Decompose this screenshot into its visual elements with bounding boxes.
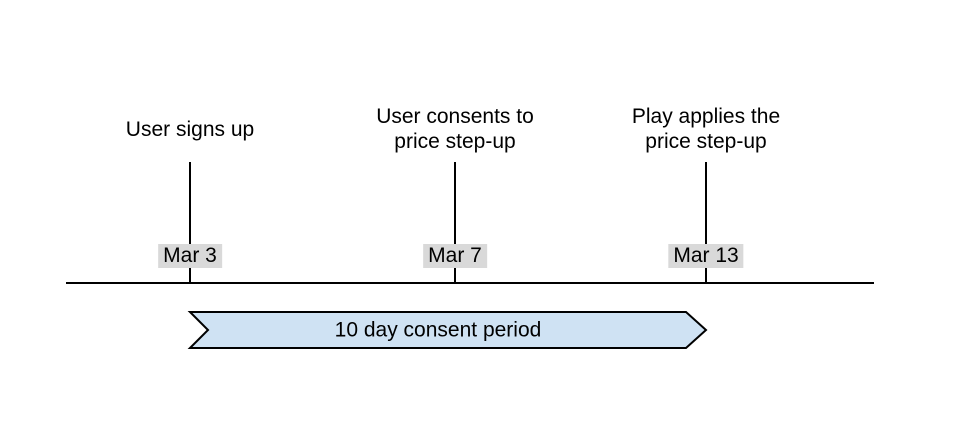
date-chip-mar-7: Mar 7	[423, 244, 487, 268]
event-label-play-applies: Play applies the price step-up	[631, 105, 781, 153]
timeline-axis-line	[66, 282, 874, 284]
consent-period-banner-shape	[187, 311, 708, 349]
event-connector-line-3	[705, 162, 707, 283]
consent-period-banner-label: 10 day consent period	[335, 319, 542, 342]
event-label-user-consents: User consents to price step-up	[376, 105, 534, 153]
event-label-user-signs-up: User signs up	[125, 117, 255, 141]
date-chip-mar-13: Mar 13	[668, 244, 744, 268]
date-chip-mar-3: Mar 3	[158, 244, 222, 268]
consent-period-banner: 10 day consent period	[187, 311, 708, 349]
event-connector-line-1	[189, 162, 191, 283]
event-connector-line-2	[454, 162, 456, 283]
